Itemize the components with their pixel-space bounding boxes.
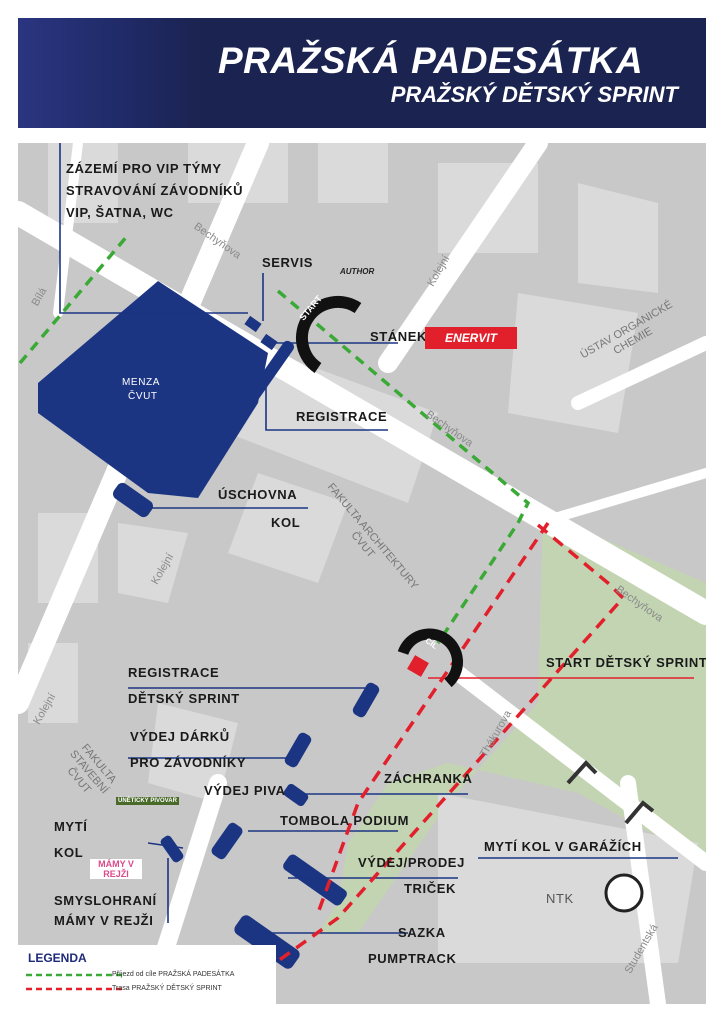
zone-piva [283, 783, 309, 807]
label-uschovna-2: KOL [271, 515, 301, 530]
label-reg-ds-2: DĚTSKÝ SPRINT [128, 691, 240, 706]
legend: LEGENDA Příjezd od cíle PRAŽSKÁ PADESÁTK… [16, 945, 276, 1005]
legend-title: LEGENDA [28, 951, 87, 965]
label-ntk: NTK [546, 891, 574, 906]
page-subtitle: PRAŽSKÝ DĚTSKÝ SPRINT [390, 82, 678, 107]
label-smysl-2: MÁMY V REJŽI [54, 913, 154, 928]
label-vip-3: VIP, ŠATNA, WC [66, 205, 174, 220]
zone-darky [284, 732, 312, 768]
mamy-logo: MÁMY V REJŽI [90, 859, 142, 879]
label-darky: VÝDEJ DÁRKŮ [130, 729, 230, 744]
unetice-logo: ÚNĚTICKÝ PIVOVAR [116, 797, 179, 805]
zone-servis-2 [260, 333, 278, 351]
label-myti-garaz: MYTÍ KOL V GARÁŽÍCH [484, 839, 642, 854]
label-zachranka: ZÁCHRANKA [384, 771, 473, 786]
label-menza: MENZA [122, 377, 160, 388]
start-arc [295, 295, 362, 373]
zone-tombola [211, 822, 243, 860]
zone-triko [283, 854, 347, 906]
label-start-ds: START DĚTSKÝ SPRINT [546, 655, 706, 670]
label-uschovna: ÚSCHOVNA [218, 487, 298, 502]
legend-red: Trasa PRAŽSKÝ DĚTSKÝ SPRINT [112, 985, 222, 992]
garage-marker [566, 760, 598, 785]
enervit-logo: ENERVIT [425, 327, 517, 349]
label-servis: SERVIS [262, 255, 314, 270]
menza-building [38, 281, 268, 498]
zone-reg-ds [352, 682, 380, 718]
label-myti: MYTÍ [54, 819, 88, 834]
zone-registrace [247, 340, 295, 402]
event-map: ZÁZEMÍ PRO VIP TÝMY STRAVOVÁNÍ ZÁVODNÍKŮ… [18, 143, 706, 1004]
legend-green: Příjezd od cíle PRAŽSKÁ PADESÁTKA [112, 971, 235, 978]
label-smysl: SMYSLOHRANÍ [54, 893, 157, 908]
label-menza-2: ČVUT [128, 391, 158, 402]
garage-marker-2 [624, 800, 655, 825]
label-registrace: REGISTRACE [296, 409, 388, 424]
zone-myti [160, 835, 184, 863]
green-route [18, 233, 531, 644]
label-darky-2: PRO ZÁVODNÍKY [130, 755, 247, 770]
label-vydej: VÝDEJ/PRODEJ [358, 855, 465, 870]
page-title: PRAŽSKÁ PADESÁTKA [218, 40, 644, 81]
map-canvas [18, 143, 706, 1004]
header-photo [18, 18, 203, 128]
label-piva: VÝDEJ PIVA [204, 783, 286, 798]
start-ds-marker [407, 655, 429, 677]
label-vydej-2: TRIČEK [404, 881, 456, 896]
label-reg-ds: REGISTRACE [128, 665, 220, 680]
label-vip: ZÁZEMÍ PRO VIP TÝMY [66, 161, 222, 176]
venue-zones [38, 281, 380, 969]
label-sazka: SAZKA [398, 925, 446, 940]
label-stanek: STÁNEK [370, 329, 428, 344]
author-logo: AUTHOR [340, 267, 375, 276]
label-tombola: TOMBOLA PODIUM [280, 813, 410, 828]
legend-swatches [26, 973, 124, 991]
red-route [216, 522, 626, 1004]
finish-arc [397, 628, 463, 688]
label-sazka-2: PUMPTRACK [368, 951, 457, 966]
zone-servis [244, 315, 262, 333]
kk-logo [604, 873, 644, 913]
label-myti-2: KOL [54, 845, 84, 860]
header-banner: PRAŽSKÁ PADESÁTKA PRAŽSKÝ DĚTSKÝ SPRINT [18, 18, 706, 128]
label-vip-2: STRAVOVÁNÍ ZÁVODNÍKŮ [66, 183, 244, 198]
